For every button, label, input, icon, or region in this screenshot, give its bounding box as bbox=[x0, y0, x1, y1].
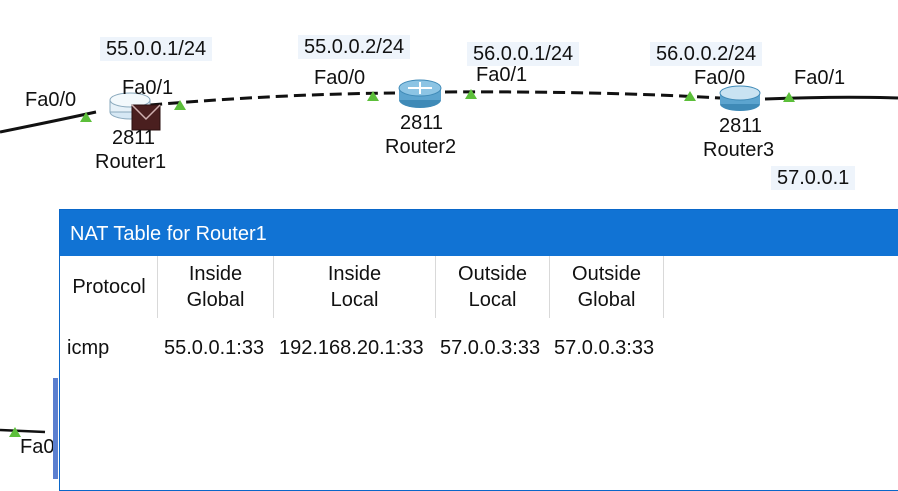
ip-label-r2-fa00: 55.0.0.2/24 bbox=[298, 35, 411, 59]
port-label-r1-fa00: Fa0/0 bbox=[25, 89, 77, 111]
port-indicator-r3-fa01 bbox=[783, 92, 795, 102]
port-label-r2-fa01: Fa0/1 bbox=[476, 64, 528, 86]
link-router1-router2 bbox=[149, 91, 396, 107]
port-indicator-r2-fa01 bbox=[465, 89, 477, 99]
table-cell-protocol: icmp bbox=[67, 337, 110, 359]
port-label-bottom-left: Fa0 bbox=[20, 436, 55, 458]
port-label-r1-fa01: Fa0/1 bbox=[122, 77, 174, 99]
router3-model: 2811 bbox=[719, 115, 763, 137]
router1-model: 2811 bbox=[112, 127, 156, 149]
ip-label-r3-fa00: 56.0.0.2/24 bbox=[650, 42, 763, 66]
port-label-r3-fa01: Fa0/1 bbox=[794, 67, 846, 89]
port-indicator-r1-fa00 bbox=[80, 112, 92, 122]
ip-label-r1-fa01: 55.0.0.1/24 bbox=[100, 37, 213, 61]
port-indicator-r2-fa00 bbox=[367, 91, 379, 101]
port-label-r2-fa00: Fa0/0 bbox=[314, 67, 366, 89]
topology-canvas bbox=[0, 79, 898, 437]
table-cell-inside-local: 192.168.20.1:33 bbox=[279, 337, 424, 359]
link-router2-router3 bbox=[444, 90, 721, 100]
router3-icon[interactable] bbox=[719, 85, 761, 111]
router2-model: 2811 bbox=[400, 112, 444, 134]
link-bottom-left bbox=[0, 428, 46, 434]
ip-label-r2-fa01: 56.0.0.1/24 bbox=[467, 42, 580, 66]
router1-name: Router1 bbox=[95, 151, 167, 173]
port-label-r3-fa00: Fa0/0 bbox=[694, 67, 746, 89]
col-header-outside-local[interactable]: Outside Local bbox=[436, 256, 550, 318]
background-window-edge bbox=[53, 378, 58, 479]
table-cell-outside-local: 57.0.0.3:33 bbox=[440, 337, 541, 359]
port-indicator-r3-fa00 bbox=[684, 91, 696, 101]
router2-name: Router2 bbox=[385, 136, 457, 158]
router2-icon[interactable] bbox=[398, 79, 442, 108]
col-header-inside-local[interactable]: Inside Local bbox=[274, 256, 436, 318]
ip-label-r3-fa01: 57.0.0.1 bbox=[771, 166, 856, 190]
col-header-inside-global[interactable]: Inside Global bbox=[158, 256, 274, 318]
col-header-protocol[interactable]: Protocol bbox=[61, 256, 158, 318]
envelope-icon[interactable] bbox=[131, 104, 161, 131]
nat-window-titlebar[interactable]: NAT Table for Router1 bbox=[60, 210, 898, 256]
table-cell-outside-global: 57.0.0.3:33 bbox=[554, 337, 655, 359]
router3-name: Router3 bbox=[703, 139, 775, 161]
table-cell-inside-global: 55.0.0.1:33 bbox=[164, 337, 265, 359]
port-indicator-r1-fa01 bbox=[174, 100, 186, 110]
port-indicator-bottom-left bbox=[9, 427, 21, 437]
col-header-outside-global[interactable]: Outside Global bbox=[550, 256, 664, 318]
nat-table-window[interactable]: NAT Table for Router1 Protocol Inside Gl… bbox=[59, 209, 898, 491]
nat-window-title: NAT Table for Router1 bbox=[70, 223, 267, 245]
link-router3-right bbox=[764, 95, 898, 101]
